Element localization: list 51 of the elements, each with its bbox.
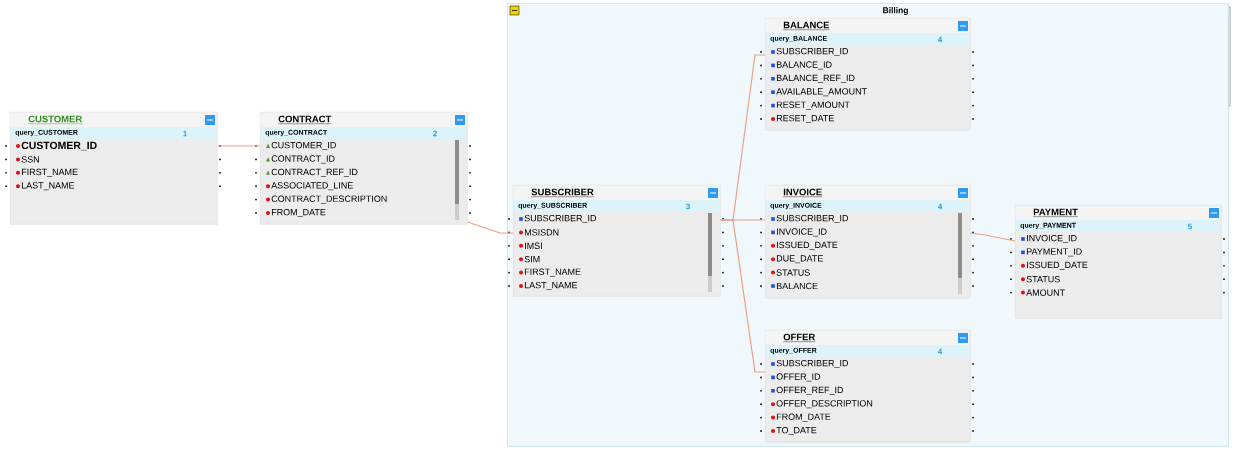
- field-label: LAST_NAME: [21, 182, 75, 191]
- field-label: STATUS: [776, 269, 810, 276]
- table-header: BALANCE: [765, 18, 970, 33]
- field-label: SUBSCRIBER_ID: [776, 359, 848, 368]
- field-label: AVAILABLE_AMOUNT: [776, 88, 867, 97]
- field-label: BALANCE: [776, 282, 818, 290]
- field-label: CONTRACT_DESCRIPTION: [271, 195, 387, 204]
- field-label: FROM_DATE: [271, 208, 326, 217]
- field-label: INVOICE_ID: [777, 228, 827, 237]
- field-label: TO_DATE: [776, 426, 817, 435]
- field-label: CONTRACT_ID: [271, 155, 335, 164]
- table-header: OFFER: [765, 330, 970, 345]
- field-label: BALANCE_ID: [776, 61, 832, 70]
- field-label: SUBSCRIBER_ID: [524, 214, 596, 223]
- field-label: FIRST_NAME: [524, 268, 581, 277]
- field-label: ASSOCIATED_LINE: [271, 182, 353, 191]
- field-label: MSISDN: [524, 229, 559, 236]
- field-label: INVOICE_ID: [1027, 234, 1077, 243]
- table-header: CUSTOMER: [10, 112, 217, 127]
- connector-line: [217, 145, 261, 147]
- field-label: OFFER_DESCRIPTION: [776, 400, 873, 409]
- field-label: BALANCE_REF_ID: [776, 74, 855, 83]
- field-label: CUSTOMER_ID: [271, 141, 336, 150]
- field-label: CUSTOMER_ID: [21, 141, 97, 151]
- group-title: Billing: [883, 7, 908, 15]
- field-label: ISSUED_DATE: [1027, 261, 1088, 270]
- field-label: FROM_DATE: [776, 413, 831, 422]
- table-header: INVOICE: [765, 185, 970, 200]
- field-label: OFFER_ID: [776, 373, 821, 382]
- connector-line: [467, 221, 514, 234]
- field-label: SUBSCRIBER_ID: [776, 214, 848, 223]
- table-header: CONTRACT: [260, 112, 467, 127]
- table-header: SUBSCRIBER: [513, 185, 720, 200]
- field-label: ISSUED_DATE: [777, 241, 838, 250]
- field-label: DUE_DATE: [776, 255, 823, 264]
- field-label: OFFER_REF_ID: [776, 386, 844, 395]
- field-label: CONTRACT_REF_ID: [271, 168, 358, 177]
- field-label: RESET_AMOUNT: [776, 101, 850, 110]
- field-label: PAYMENT_ID: [1026, 248, 1082, 257]
- field-label: LAST_NAME: [524, 281, 578, 290]
- field-label: STATUS: [1026, 276, 1060, 283]
- field-label: RESET_DATE: [776, 114, 834, 123]
- connector-line: [970, 232, 1016, 242]
- field-label: AMOUNT: [1026, 289, 1065, 296]
- field-label: SUBSCRIBER_ID: [776, 47, 848, 56]
- field-label: SIM: [524, 256, 540, 263]
- connector-line: [720, 219, 766, 373]
- field-label: SSN: [21, 156, 39, 163]
- field-label: FIRST_NAME: [21, 168, 78, 177]
- field-label: IMSI: [525, 242, 542, 249]
- table-header: PAYMENT: [1015, 205, 1221, 220]
